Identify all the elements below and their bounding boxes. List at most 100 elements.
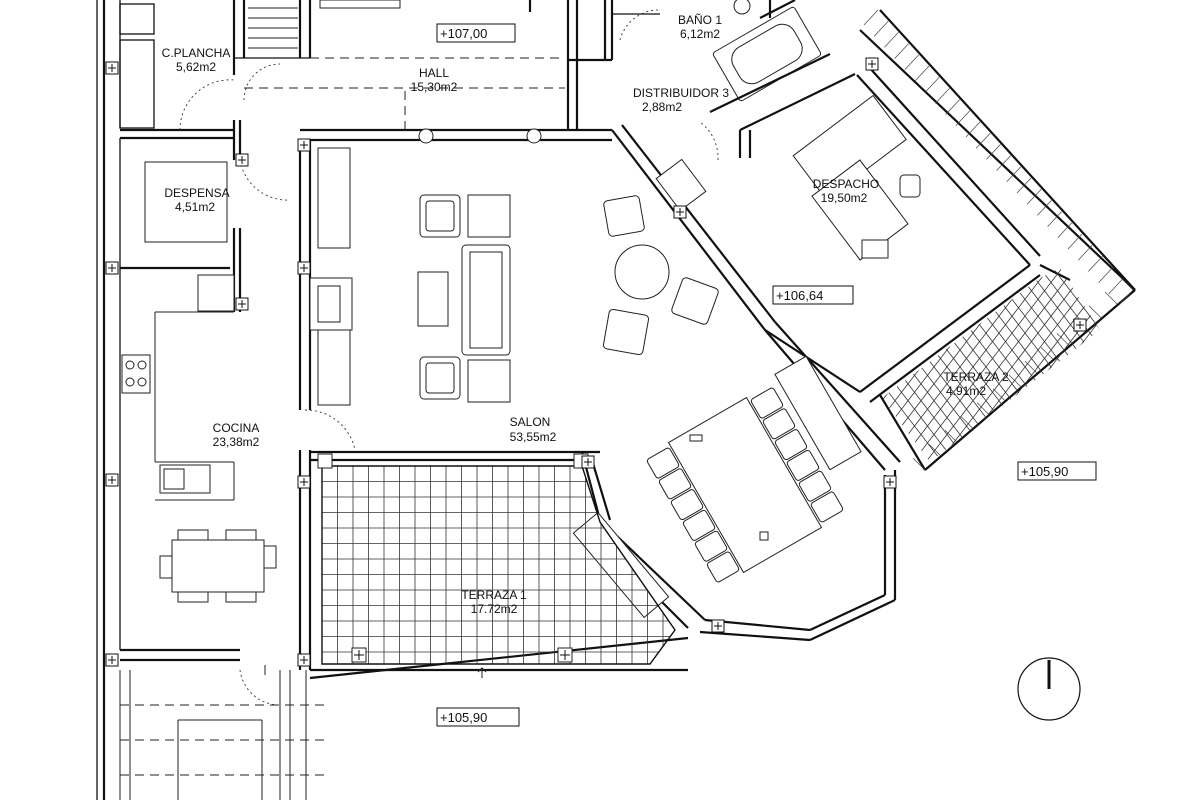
chair-icon bbox=[646, 447, 680, 479]
tile-line bbox=[1133, 220, 1200, 480]
coffee-table bbox=[417, 271, 449, 327]
hatch-line bbox=[960, 416, 974, 429]
hatch-line bbox=[1077, 244, 1093, 261]
kitchen-walls bbox=[120, 120, 291, 662]
hatch-line bbox=[955, 110, 971, 127]
tile-line bbox=[1107, 220, 1200, 480]
south-pergola bbox=[119, 665, 330, 800]
level-text-exterior-south: +105,90 bbox=[440, 710, 487, 725]
tile-line bbox=[1093, 268, 1100, 462]
room-area-salon: 53,55m2 bbox=[510, 430, 557, 444]
level-marker-hall: +107,00 bbox=[436, 23, 516, 43]
room-area-despensa: 4,51m2 bbox=[175, 200, 215, 214]
tile-line bbox=[989, 268, 1100, 462]
dining-table bbox=[667, 396, 823, 574]
tile-line bbox=[1028, 268, 1100, 462]
tile-line bbox=[882, 268, 1074, 462]
tile-line bbox=[963, 268, 1100, 462]
room-name-terraza-2: TERRAZA 2 bbox=[943, 370, 1009, 384]
tile-line bbox=[1067, 268, 1100, 462]
tile-line bbox=[1080, 268, 1100, 462]
hatch-line bbox=[924, 76, 940, 93]
hatch-line bbox=[894, 43, 909, 59]
hatch-line bbox=[914, 65, 930, 82]
hatch-line bbox=[1026, 188, 1042, 205]
level-text-hall: +107,00 bbox=[440, 26, 487, 41]
tile-line bbox=[1185, 220, 1200, 480]
hatch-line bbox=[1008, 374, 1022, 388]
tile-line bbox=[989, 268, 1100, 462]
room-area-cocina: 23,38m2 bbox=[213, 435, 260, 449]
room-area-despacho: 19,50m2 bbox=[821, 191, 868, 205]
toilet-icon bbox=[733, 0, 751, 15]
despacho-walls bbox=[611, 65, 1041, 403]
hatch-line bbox=[1006, 166, 1022, 183]
hatch-line bbox=[1040, 346, 1054, 360]
tile-line bbox=[1133, 220, 1200, 480]
exterior-wall-west bbox=[96, 0, 121, 800]
hatch-line bbox=[976, 402, 990, 415]
tile-line bbox=[882, 268, 1035, 462]
dining-table bbox=[171, 539, 265, 593]
room-name-terraza-1: TERRAZA 1 bbox=[461, 588, 527, 602]
hatch-line bbox=[1037, 200, 1052, 216]
hatch-line bbox=[1108, 278, 1124, 295]
hatch-line bbox=[1047, 211, 1062, 227]
level-marker-exterior-south: +105,90 bbox=[436, 707, 520, 727]
tile-line bbox=[1107, 220, 1200, 480]
tile-line bbox=[1120, 220, 1200, 480]
chair-icon bbox=[602, 308, 650, 356]
dining-chairs bbox=[646, 387, 844, 583]
chair-icon bbox=[798, 470, 832, 502]
hatch-line bbox=[1016, 177, 1032, 194]
chair-icon bbox=[658, 468, 692, 500]
room-area-c-plancha: 5,62m2 bbox=[176, 60, 216, 74]
stair-steps bbox=[248, 7, 298, 49]
tile-line bbox=[1093, 268, 1100, 462]
hatch-line bbox=[1057, 222, 1073, 239]
north-walls bbox=[119, 0, 796, 132]
tile-line bbox=[976, 268, 1100, 462]
room-area-distribuidor-3: 2,88m2 bbox=[642, 100, 682, 114]
room-name-hall: HALL bbox=[419, 66, 449, 80]
level-text-exterior-east: +105,90 bbox=[1021, 464, 1068, 479]
tile-line bbox=[976, 268, 1100, 462]
tile-line bbox=[1159, 220, 1200, 480]
chair-icon bbox=[750, 387, 784, 419]
cooktop-icon bbox=[121, 354, 151, 394]
tile-line bbox=[1028, 268, 1100, 462]
tile-line bbox=[1054, 268, 1100, 462]
chair-icon bbox=[670, 489, 704, 521]
room-name-distribuidor-3: DISTRIBUIDOR 3 bbox=[633, 86, 729, 100]
hatch-line bbox=[996, 155, 1011, 171]
tile-line bbox=[1146, 220, 1200, 480]
chair-icon bbox=[603, 195, 645, 237]
hatch-line bbox=[904, 54, 920, 71]
room-name-salon: SALON bbox=[510, 415, 551, 429]
tile-line bbox=[1172, 220, 1200, 480]
hatch-line bbox=[1056, 333, 1070, 346]
tile-line bbox=[937, 268, 1100, 462]
bano-1-fixtures bbox=[619, 0, 856, 131]
tile-line bbox=[1054, 268, 1100, 462]
tile-line bbox=[882, 268, 957, 462]
chair-icon bbox=[762, 408, 796, 440]
chair-icon bbox=[694, 530, 728, 562]
tile-line bbox=[1120, 220, 1200, 480]
structural-markers bbox=[105, 57, 1087, 667]
tile-line bbox=[1172, 220, 1200, 480]
hatch-line bbox=[1104, 291, 1118, 305]
tile-line bbox=[882, 268, 1048, 462]
chair-icon bbox=[774, 429, 808, 461]
tile-line bbox=[1067, 268, 1100, 462]
hatch-line bbox=[1067, 233, 1083, 250]
hall-beam-lines bbox=[179, 57, 565, 131]
hatch-line bbox=[992, 388, 1006, 402]
tile-line bbox=[950, 268, 1100, 462]
hatch-line bbox=[1098, 267, 1113, 283]
chair-icon bbox=[810, 491, 844, 523]
hatch-line bbox=[986, 144, 1001, 160]
room-area-terraza-2: 4.91m2 bbox=[946, 384, 986, 398]
hatch-line bbox=[935, 88, 950, 104]
